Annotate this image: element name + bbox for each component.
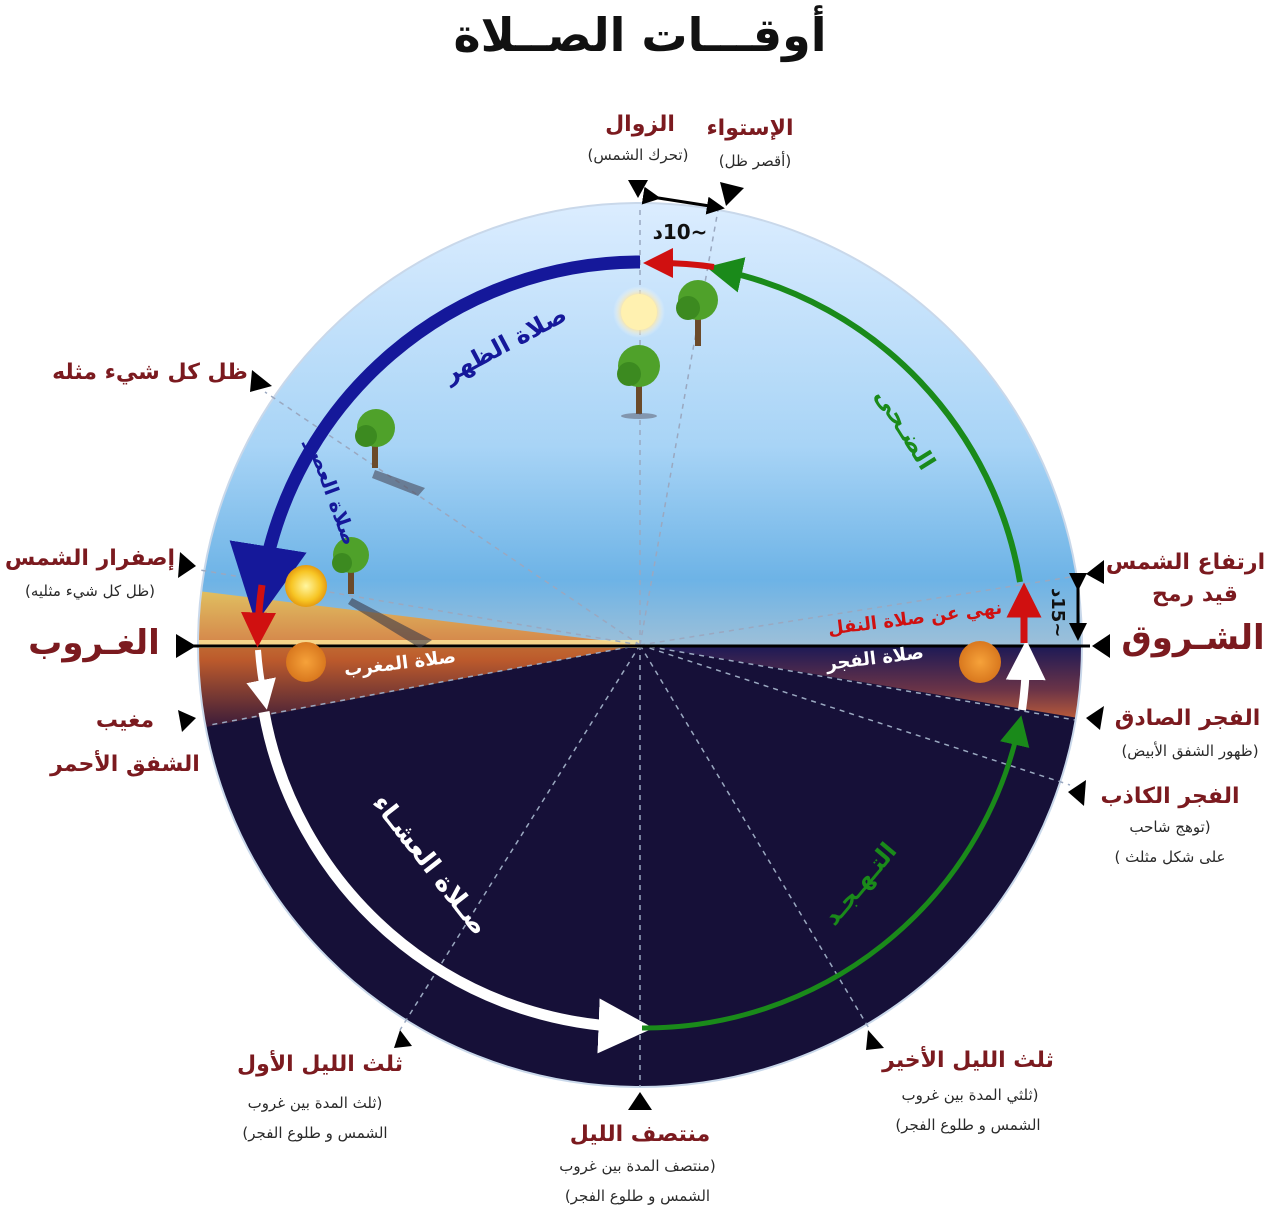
midnight-sub-1: (منتصف المدة بين غروب bbox=[559, 1157, 716, 1175]
istiwa-zawal-gap: ~10د bbox=[652, 220, 708, 244]
tahajjud-arc bbox=[641, 715, 1030, 1031]
last-third-sub-1: (ثلثي المدة بين غروب bbox=[901, 1086, 1039, 1104]
true-dawn-label: الفجر الصادق bbox=[1114, 706, 1261, 731]
sun-rise-label-1: ارتفاع الشمس bbox=[1105, 550, 1266, 575]
dhuha-arc bbox=[706, 257, 1023, 583]
sun-yellowing bbox=[285, 565, 327, 607]
first-third-sub-2: الشمس و طلوع الفجر) bbox=[242, 1124, 388, 1142]
zawal-label: الزوال bbox=[605, 112, 675, 137]
istiwa-zawal-gap-arrow bbox=[641, 186, 725, 215]
sunrise-label: الشـروق bbox=[1121, 618, 1265, 658]
last-third-sub-2: الشمس و طلوع الفجر) bbox=[895, 1116, 1041, 1134]
last-third-label: ثلث الليل الأخير bbox=[882, 1048, 1054, 1073]
sun-noon-core bbox=[621, 294, 657, 330]
yellowing-red-arc bbox=[241, 584, 277, 648]
false-dawn-sub-1: (توهج شاحب bbox=[1129, 818, 1211, 836]
true-dawn-sub: (ظهور الشفق الأبيض) bbox=[1121, 742, 1259, 760]
false-dawn-sub-2: على شكل مثلث ) bbox=[1114, 848, 1226, 866]
shadow-equal-label: ظل كل شيء مثله bbox=[52, 360, 248, 385]
red-twilight-label-2: الشفق الأحمر bbox=[50, 752, 200, 777]
first-third-label: ثلث الليل الأول bbox=[237, 1052, 403, 1077]
sunset-label: الغـروب bbox=[28, 623, 160, 663]
tree-yellowing bbox=[332, 537, 432, 648]
first-third-sub-1: (ثلث المدة بين غروب bbox=[247, 1094, 383, 1112]
yellowing-sub: (ظل كل شيء مثليه) bbox=[24, 582, 156, 600]
dhuhr-asr-arc bbox=[229, 255, 641, 624]
midnight-label: منتصف الليل bbox=[569, 1122, 711, 1147]
midnight-sub-2: الشمس و طلوع الفجر) bbox=[564, 1187, 711, 1205]
zawal-sub: (تحرك الشمس) bbox=[587, 146, 689, 164]
page-title: أوقـــات الصــلاة bbox=[453, 8, 827, 62]
yellowing-label: إصفرار الشمس bbox=[4, 546, 176, 571]
tree-noon bbox=[676, 280, 718, 346]
fajr-white-arc bbox=[1005, 640, 1046, 711]
zawal-red-arc bbox=[643, 247, 715, 278]
red-twilight-label-1: مغيب bbox=[95, 708, 155, 733]
sun-maghrib bbox=[286, 642, 326, 682]
istiwa-sub: (أقصر ظل) bbox=[718, 152, 792, 170]
tree-asr bbox=[355, 409, 425, 496]
tree-zawal bbox=[617, 345, 660, 419]
sunrise-gap: ~15د bbox=[1047, 588, 1068, 638]
sun-rise-label-2: قيد رمح bbox=[1152, 582, 1238, 607]
false-dawn-label: الفجر الكاذب bbox=[1100, 784, 1240, 809]
maghrib-white-arc bbox=[246, 649, 276, 710]
isha-arc bbox=[258, 711, 654, 1054]
istiwa-label: الإستواء bbox=[706, 116, 794, 141]
sun-fajr bbox=[959, 641, 1001, 683]
